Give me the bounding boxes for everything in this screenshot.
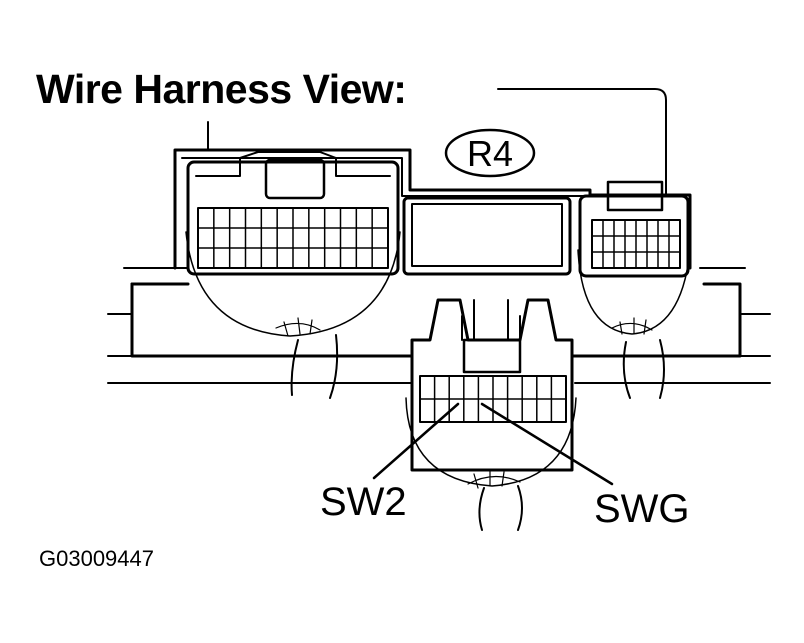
front-connector (405, 298, 577, 531)
pin-leader-lines (372, 402, 614, 486)
large-left-connector (185, 151, 401, 399)
connector-housing (173, 148, 692, 270)
connector-id-label (444, 128, 536, 178)
center-connector-slot (402, 196, 572, 276)
mounting-panel (107, 267, 771, 384)
pin-label-swg: SWG (594, 487, 690, 531)
pin-label-sw2: SW2 (320, 480, 407, 524)
diagram-title: Wire Harness View: (36, 66, 407, 112)
connector-id-text: R4 (467, 133, 513, 174)
callout-leaders (207, 88, 667, 196)
right-connector (577, 180, 691, 399)
figure-code: G03009447 (39, 546, 154, 571)
